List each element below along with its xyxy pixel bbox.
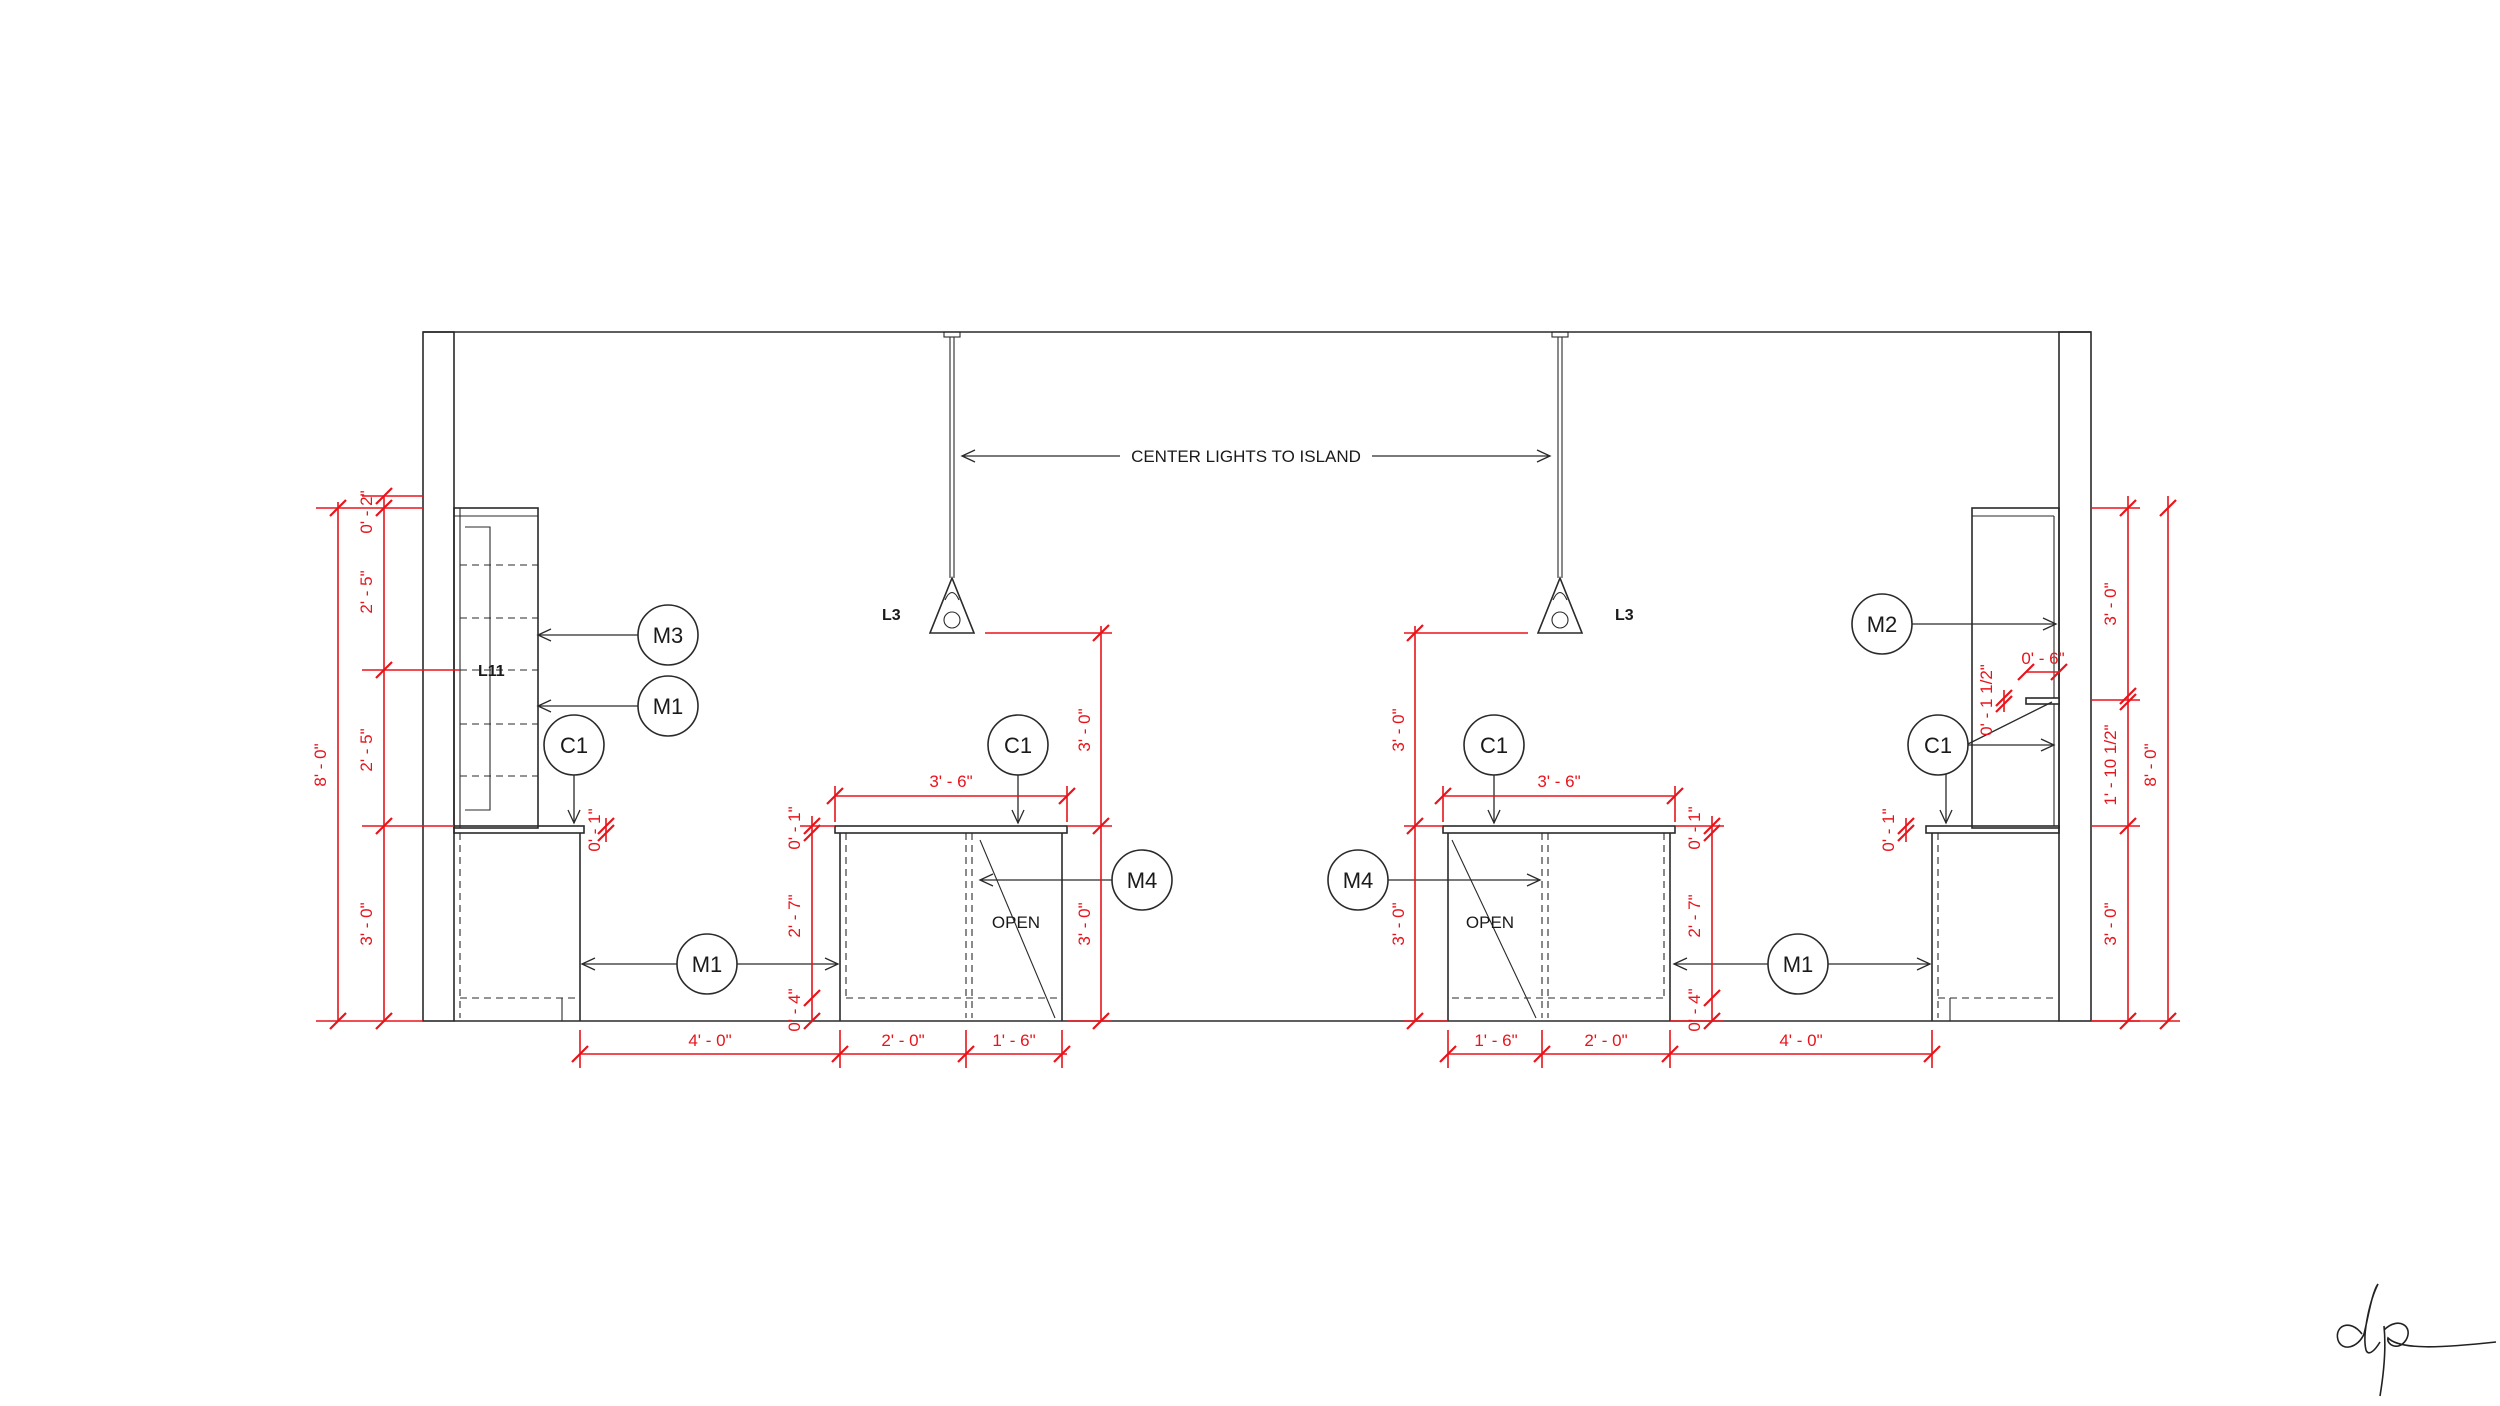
tag-m4-right: M4 <box>1327 849 1542 911</box>
pendant-light-right <box>1536 331 1584 634</box>
dim-right-shelf-w: 0' - 6" <box>2021 649 2064 668</box>
svg-text:C1: C1 <box>1004 733 1032 758</box>
svg-text:C1: C1 <box>1480 733 1508 758</box>
tag-c1-right: C1 <box>1907 701 2056 825</box>
dim-right-shelf-thk: 0' - 1 1/2" <box>1977 664 1996 736</box>
dim-right-island-body: 2' - 7" <box>1685 894 1704 937</box>
dim-left-upper2: 2' - 5" <box>357 728 376 771</box>
left-island <box>834 825 1068 1021</box>
svg-text:M1: M1 <box>653 694 684 719</box>
svg-text:C1: C1 <box>1924 733 1952 758</box>
room-outline <box>422 331 2092 1022</box>
tag-m4-left: M4 <box>978 849 1173 911</box>
dim-left-counter-thk: 0' - 1" <box>585 808 604 851</box>
tag-m1-floor-right: M1 <box>1672 933 1932 995</box>
dim-left-top: 0' - 2" <box>357 490 376 533</box>
light-tag-left: L3 <box>882 607 901 624</box>
dim-left-overall: 8' - 0" <box>311 743 330 786</box>
dim-left-island-top: 3' - 6" <box>929 772 972 791</box>
svg-text:M4: M4 <box>1127 868 1158 893</box>
dim-left-aisle: 4' - 0" <box>688 1031 731 1050</box>
right-upper-cabinet <box>1971 507 2060 829</box>
center-lights-label: CENTER LIGHTS TO ISLAND <box>1131 447 1361 466</box>
dim-right-island-a: 1' - 6" <box>1474 1031 1517 1050</box>
dim-left-light-drop: 3' - 0" <box>1075 708 1094 751</box>
dim-right-island-thk: 0' - 1" <box>1685 806 1704 849</box>
dim-left-island-body: 2' - 7" <box>785 894 804 937</box>
svg-text:M4: M4 <box>1343 868 1374 893</box>
dim-left-island-a: 2' - 0" <box>881 1031 924 1050</box>
center-lights-note: CENTER LIGHTS TO ISLAND <box>960 447 1552 466</box>
dim-right-base: 3' - 0" <box>2101 902 2120 945</box>
tag-c1-island-right: C1 <box>1463 714 1525 825</box>
open-note-right: OPEN <box>1466 913 1514 932</box>
light-tag-right: L3 <box>1615 607 1634 624</box>
tag-c1-island-left: C1 <box>987 714 1049 825</box>
signature-logo <box>2336 1283 2497 1397</box>
left-base-cabinet <box>453 825 585 1021</box>
dim-right-island-b: 2' - 0" <box>1584 1031 1627 1050</box>
dim-right-island-kick: 0' - 4" <box>1685 988 1704 1031</box>
tag-c1-left: C1 <box>543 714 605 825</box>
dim-left-island-kick: 0' - 4" <box>785 988 804 1031</box>
dim-right-light-drop: 3' - 0" <box>1389 708 1408 751</box>
svg-text:M3: M3 <box>653 623 684 648</box>
shelf-light-tag: L11 <box>478 663 505 680</box>
tag-m1-floor-left: M1 <box>580 933 840 995</box>
svg-text:M1: M1 <box>1783 952 1814 977</box>
dimensions-left: 8' - 0" 0' - 2" 2' - 5" 2' - 5" 3' - 0" … <box>311 487 1112 1068</box>
dimensions-right: 3' - 0" 3' - 0" 3' - 6" 0' - 1" 2' - 7" … <box>1389 496 2180 1068</box>
pendant-light-left <box>928 331 976 634</box>
dim-right-aisle: 4' - 0" <box>1779 1031 1822 1050</box>
dim-right-island-height: 3' - 0" <box>1389 902 1408 945</box>
dim-right-upper: 3' - 0" <box>2101 582 2120 625</box>
dim-left-island-thk: 0' - 1" <box>785 806 804 849</box>
dim-left-base: 3' - 0" <box>357 902 376 945</box>
dim-right-counter-thk: 0' - 1" <box>1879 808 1898 851</box>
left-upper-cabinet <box>453 507 539 829</box>
dim-right-backsplash: 1' - 10 1/2" <box>2101 724 2120 805</box>
right-base-cabinet <box>1925 825 2060 1021</box>
right-island <box>1442 825 1676 1021</box>
dim-left-island-height: 3' - 0" <box>1075 902 1094 945</box>
tag-m3: M3 <box>536 604 699 666</box>
tag-m2: M2 <box>1851 593 2058 655</box>
svg-text:M1: M1 <box>692 952 723 977</box>
svg-text:C1: C1 <box>560 733 588 758</box>
dim-left-upper1: 2' - 5" <box>357 570 376 613</box>
tag-m1-upper: M1 <box>536 675 699 737</box>
dim-right-island-top: 3' - 6" <box>1537 772 1580 791</box>
svg-text:M2: M2 <box>1867 612 1898 637</box>
dim-right-overall: 8' - 0" <box>2141 743 2160 786</box>
dim-left-island-b: 1' - 6" <box>992 1031 1035 1050</box>
open-note-left: OPEN <box>992 913 1040 932</box>
